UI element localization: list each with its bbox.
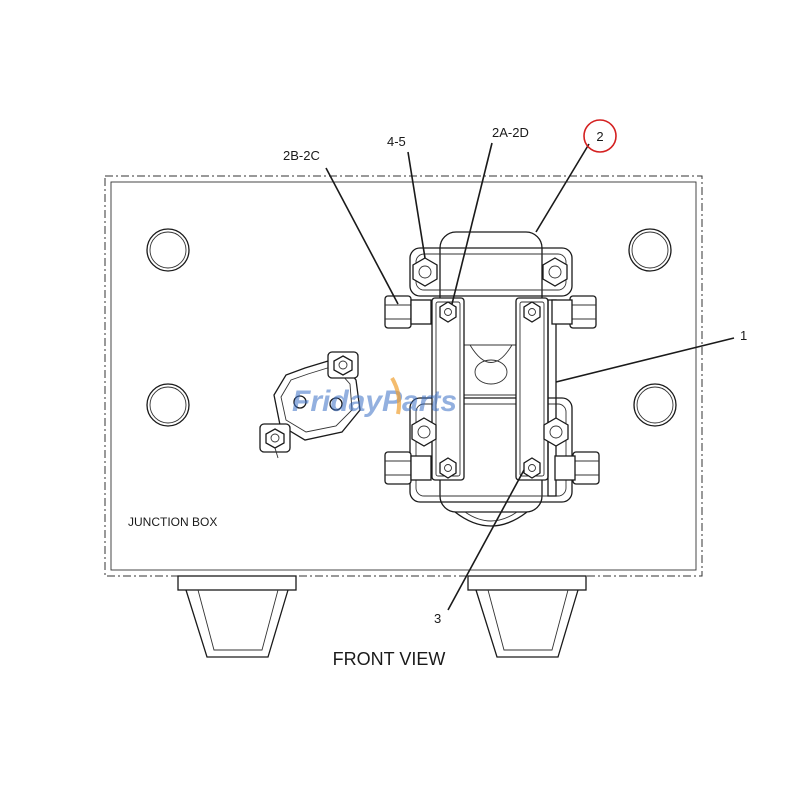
mounting-hole-mid-left xyxy=(146,383,190,427)
nut-mid-right xyxy=(543,417,569,447)
terminal-right-bottom xyxy=(554,451,600,485)
nut-top-right xyxy=(542,257,568,287)
foot-right xyxy=(467,575,587,658)
nut-top-left xyxy=(412,257,438,287)
leader-2b-2c xyxy=(325,167,399,305)
busbar-nut-bottom-left xyxy=(439,457,457,479)
junction-box-outline xyxy=(104,175,703,577)
highlight-circle xyxy=(583,119,617,153)
callout-1: 1 xyxy=(740,328,747,343)
callout-3: 3 xyxy=(434,611,441,626)
callout-2b-2c: 2B-2C xyxy=(283,148,320,163)
busbar-nut-bottom-right xyxy=(523,457,541,479)
foot-left xyxy=(177,575,297,658)
busbar-nut-top-left xyxy=(439,301,457,323)
callout-4-5: 4-5 xyxy=(387,134,406,149)
watermark-part2: Parts xyxy=(382,385,457,418)
terminal-right-top xyxy=(551,295,597,329)
watermark-part1: Friday xyxy=(292,385,383,418)
terminal-left-top xyxy=(384,295,432,329)
mounting-hole-top-right xyxy=(628,228,672,272)
callout-2: 2 xyxy=(596,129,603,144)
terminal-left-bottom xyxy=(384,451,432,485)
callout-2a-2d: 2A-2D xyxy=(492,125,529,140)
leader-lines xyxy=(325,142,735,611)
leader-1 xyxy=(555,337,735,383)
view-title: FRONT VIEW xyxy=(333,649,446,669)
leader-2a-2d xyxy=(451,142,493,305)
mounting-hole-mid-right xyxy=(633,383,677,427)
busbar-nut-top-right xyxy=(523,301,541,323)
junction-box-label: JUNCTION BOX xyxy=(128,515,217,529)
small-relay xyxy=(259,351,361,459)
leader-2 xyxy=(535,143,590,233)
contactor-assembly xyxy=(384,231,600,527)
watermark: FridayParts xyxy=(292,385,457,418)
leader-4-5 xyxy=(407,151,426,259)
mounting-hole-top-left xyxy=(146,228,190,272)
nut-mid-left xyxy=(411,417,437,447)
watermark-swoosh xyxy=(390,376,402,415)
leader-3 xyxy=(447,469,525,611)
